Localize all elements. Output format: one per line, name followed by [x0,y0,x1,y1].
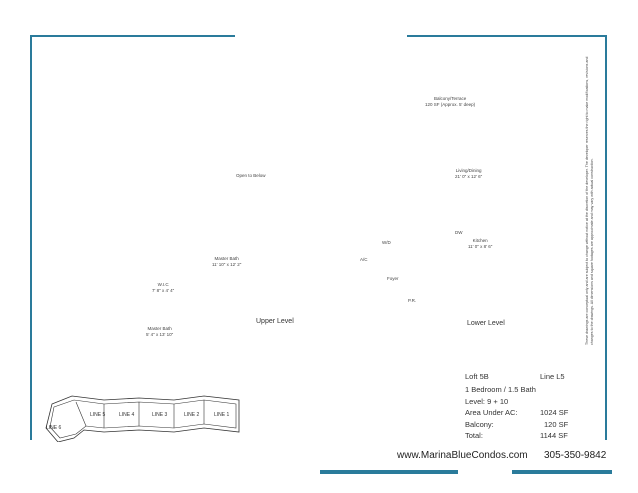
balcony-label: Balcony/Terrace 120 SF (Approx. 5' deep) [425,96,475,108]
foyer-label: Foyer [387,276,399,281]
key-plan-line-6: LINE 6 [46,425,62,431]
frame-right-line [605,35,607,440]
balcony-name: Balcony/Terrace [433,96,467,101]
wd-label: W/D [382,240,391,245]
frame-top-right-line [407,35,607,37]
key-plan-line-1: LINE 1 [214,412,230,418]
key-plan-inner [49,399,237,439]
key-plan-line-3: LINE 3 [152,412,168,418]
master-bath-upper-dimension: 11' 10" x 12' 2" [212,262,242,267]
balcony-area-value: 120 SF [544,420,569,429]
total-label: Total: [465,431,483,440]
kitchen-label: Kitchen 11' 0" x 8' 6" [468,238,492,250]
balcony-dimension: 120 SF (Approx. 5' deep) [425,102,476,107]
master-bath-lower-label: Master Bath 5' 4" x 13' 10" [146,326,173,338]
key-plan-divider-5 [75,401,87,427]
dw-label: DW [455,230,463,235]
key-plan-line-5: LINE 5 [90,412,106,418]
frame-top-line [30,35,235,37]
line-name: Line L5 [540,372,565,381]
wic-dimension: 7' 8" x 4' 4" [152,288,175,293]
master-bath-upper-name: Master Bath [214,256,239,261]
key-plan-line-4: LINE 4 [119,412,135,418]
master-bath-upper-label: Master Bath 11' 10" x 12' 2" [212,256,241,268]
balcony-area-label: Balcony: [465,420,494,429]
website-link[interactable]: www.MarinaBlueCondos.com [397,450,528,461]
bed-bath: 1 Bedroom / 1.5 Bath [465,385,536,394]
key-plan: LINE 6 LINE 5 LINE 4 LINE 3 LINE 2 LINE … [45,395,240,442]
open-below-label: Open to Below [236,173,266,178]
lower-level-title: Lower Level [467,320,505,327]
level-info: Level: 9 + 10 [465,397,509,406]
phone-number: 305-350-9842 [544,450,607,461]
master-bath-lower-name: Master Bath [147,326,172,331]
living-dining-name: Living/Dining [455,168,482,173]
key-plan-line-2: LINE 2 [184,412,200,418]
area-label: Area Under AC: [465,408,518,417]
total-value: 1144 SF [540,431,568,440]
kitchen-name: Kitchen [472,238,488,243]
wic-label: W.I.C 7' 8" x 4' 4" [152,282,174,294]
unit-name: Loft 5B [465,372,489,381]
kitchen-dimension: 11' 0" x 8' 6" [468,244,493,249]
area-value: 1024 SF [540,408,569,417]
disclaimer-text: These drawings are conceptual only and a… [585,56,594,345]
living-dining-dimension: 21' 0" x 12' 6" [455,174,483,179]
key-plan-outline [45,395,240,442]
ac-label: A/C [360,257,368,262]
living-dining-label: Living/Dining 21' 0" x 12' 6" [455,168,482,180]
pr-label: P.R. [408,298,417,303]
frame-left-line [30,35,32,440]
master-bath-lower-dimension: 5' 4" x 13' 10" [146,332,174,337]
footer-bar-left [320,470,458,474]
wic-name: W.I.C [157,282,169,287]
upper-level-title: Upper Level [256,318,294,325]
footer-bar-right [512,470,612,474]
